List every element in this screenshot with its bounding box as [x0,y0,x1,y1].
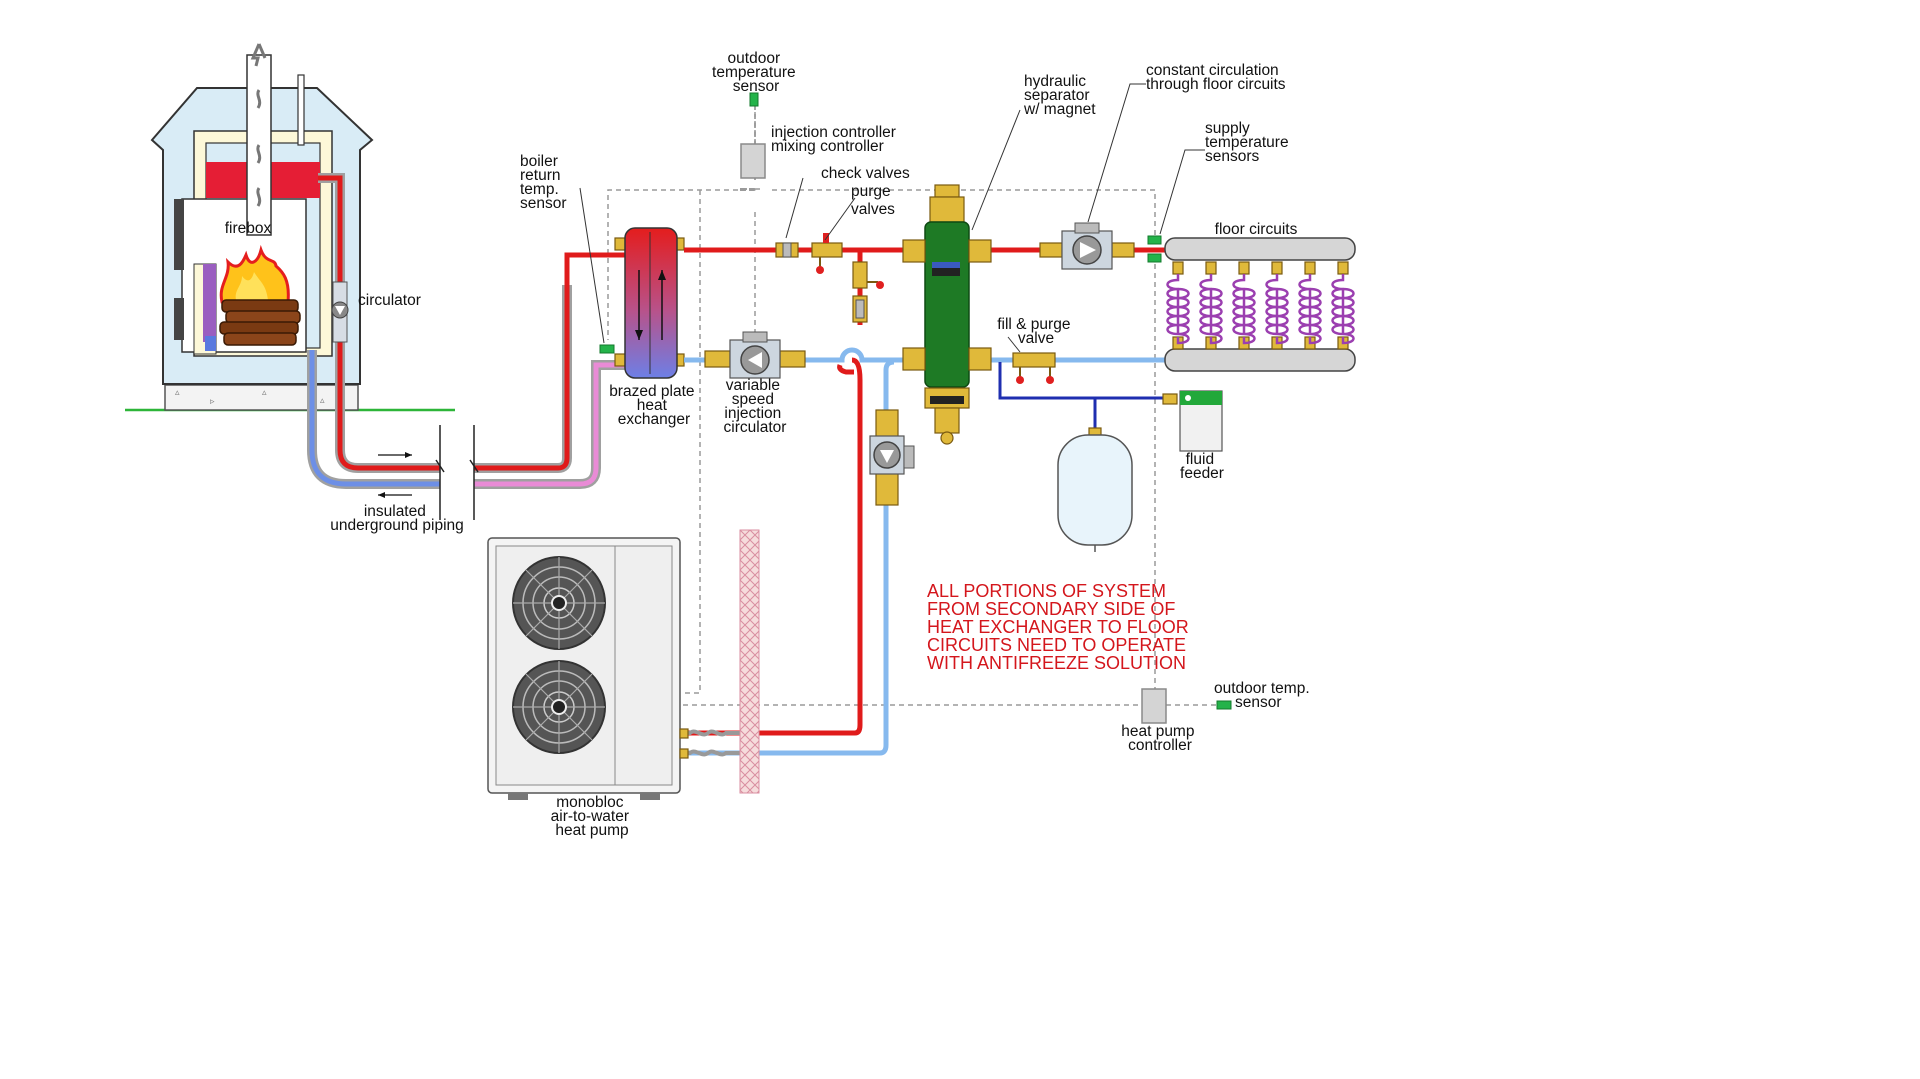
circulator-label: circulator [358,292,421,309]
heat-pump-label: monobloc air-to-water heat pump [551,794,634,839]
fluid-feeder [1162,390,1223,452]
loop-valve [1205,261,1217,275]
outdoor-sensor-top [749,92,759,107]
heat-pump-controller-label: heat pump controller [1121,723,1199,754]
constant-circulation-label: constant circulation through floor circu… [1146,62,1286,93]
boiler-return-sensor [599,344,615,354]
floor-loop-2 [1199,274,1223,345]
loop-valve [1337,261,1349,275]
leader-lines [579,83,1205,353]
hydraulic-separator-label: hydraulic separator w/ magnet [1023,73,1096,118]
floor-loop-5 [1298,274,1322,345]
fluid-feeder-label: fluid feeder [1180,451,1224,482]
labels: outdoor temperature sensor injection con… [330,50,1314,839]
loop-valve [1172,261,1184,275]
boiler-piping: circulator [307,173,625,520]
floor-loops [1166,261,1355,350]
injection-controller-label: injection controller mixing controller [771,124,900,155]
wood-boiler: firebox ▵ ▹ ▵ ▵ [125,43,455,412]
wiring-routes [740,188,752,190]
floor-manifold [1147,235,1356,372]
expansion-tank [1057,427,1133,552]
boiler-circulator [331,281,349,343]
wall-insulation [739,529,760,794]
purge-valves-label: purge valves [851,183,895,218]
fill-purge-valve-label: fill & purge valve [997,316,1075,347]
fill-purge-valve [1012,352,1056,384]
fan-icon [512,660,606,754]
svg-text:▵: ▵ [320,395,325,405]
antifreeze-note: ALL PORTIONS OF SYSTEM FROM SECONDARY SI… [927,581,1194,673]
outdoor-sensor-right [1216,700,1232,710]
firebox-label: firebox [225,220,272,237]
floor-loop-4 [1265,274,1289,345]
floor-circuits-label: floor circuits [1215,221,1298,238]
brazed-plate-hx-label: brazed plate heat exchanger [609,383,699,428]
floor-circulator [1039,222,1135,270]
floor-loop-1 [1166,274,1190,345]
injection-controller [740,143,766,179]
heat-pump-unit [487,537,740,800]
svg-text:▹: ▹ [210,396,215,406]
wiring-lines [607,189,1220,706]
floor-loop-3 [1232,274,1256,345]
loop-valve [1238,261,1250,275]
loop-valve [1304,261,1316,275]
check-valve [775,242,799,258]
boiler-return-sensor-label: boiler return temp. sensor [520,153,567,212]
heat-pump-controller [1141,688,1167,724]
purge-valve [811,233,843,274]
injection-circulator-label: variable speed injection circulator [724,377,787,436]
loop-valve [1271,261,1283,275]
outdoor-sensor-top-label: outdoor temperature sensor [712,50,800,95]
svg-text:▵: ▵ [175,387,180,397]
insulated-piping-label: insulated underground piping [330,503,464,534]
fan-icon [512,556,606,650]
supply-temp-sensors-label: supply temperature sensors [1205,120,1293,165]
floor-loop-6 [1331,274,1355,345]
check-valves-label: check valves [821,165,910,182]
injection-circulator [704,331,806,379]
purge-valve-vertical [852,261,884,323]
fire-icon [219,244,301,346]
hydraulic-separator [902,184,992,445]
svg-text:▵: ▵ [262,387,267,397]
outdoor-sensor-right-label: outdoor temp. sensor [1214,680,1314,711]
heat-pump-circulator [869,409,915,506]
brazed-plate-heat-exchanger [614,227,685,379]
